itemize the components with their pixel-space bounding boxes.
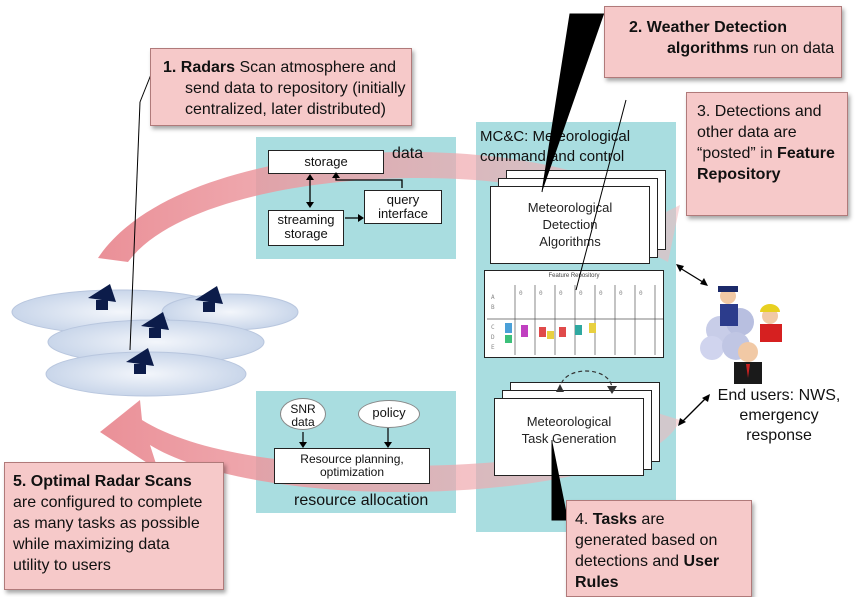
svg-text:D: D [491, 334, 495, 341]
emergency-responder-icon [760, 304, 782, 342]
data-panel-title: data [392, 145, 424, 162]
svg-text:0: 0 [539, 290, 543, 297]
svg-text:0: 0 [639, 290, 643, 297]
radar-dish-icon [88, 284, 223, 374]
news-anchor-icon [734, 342, 762, 384]
detection-algorithms-card: Meteorological Detection Algorithms [490, 186, 650, 264]
callout4-line1: are [636, 511, 665, 528]
callout4-line3: detections and [575, 553, 684, 570]
svg-text:0: 0 [559, 290, 563, 297]
storage-box: storage [268, 150, 384, 174]
task-label: Meteorological Task Generation [521, 414, 617, 446]
callout3-line2: other data are [697, 124, 797, 141]
end-users-line1: End users: NWS, [717, 387, 841, 404]
detection-label: Meteorological Detection Algorithms [527, 200, 613, 249]
callout1-bold: 1. Radars [163, 59, 236, 76]
callout1-line3: centralized, later distributed) [185, 101, 386, 118]
callout2-bold: algorithms [667, 40, 749, 57]
callout4-bold3: Rules [575, 574, 619, 591]
callout4-line2: generated based on [575, 532, 718, 549]
callout3-line3: “posted” in [697, 145, 778, 162]
resource-allocation-label: resource allocation [294, 492, 429, 509]
callout5-line1: 5. Optimal Radar Scans [13, 473, 192, 490]
streaming-storage-box: streaming storage [268, 210, 344, 246]
callout3-bold1: Feature [777, 145, 835, 162]
end-users-line3: response [746, 427, 812, 444]
query-interface-box: query interface [364, 190, 442, 224]
callout3-bold2: Repository [697, 166, 781, 183]
end-users-label: End users: NWS, emergency response [704, 386, 854, 446]
callout5-line3: as many tasks as possible [13, 515, 200, 532]
callout-tasks: 4. Tasks are generated based on detectio… [566, 500, 752, 597]
policy-bubble: policy [358, 400, 420, 428]
callout4-bold1: Tasks [592, 511, 637, 528]
callout-feature-repository: 3. Detections and other data are “posted… [686, 92, 848, 216]
svg-text:C: C [491, 324, 495, 331]
resource-planning-box: Resource planning, optimization [274, 448, 430, 484]
feature-repository-caption: Feature Repository [548, 273, 600, 279]
snr-data-bubble: SNR data [280, 398, 326, 430]
svg-text:0: 0 [519, 290, 523, 297]
callout4-bold2: User [683, 553, 720, 570]
callout-weather-detection: 2. Weather Detection algorithms run on d… [604, 6, 842, 78]
callout-radars: 1. Radars Scan atmosphere and send data … [150, 48, 412, 126]
svg-text:B: B [491, 304, 495, 311]
svg-text:0: 0 [599, 290, 603, 297]
callout1-line1: Scan atmosphere and [235, 59, 397, 76]
svg-text:A: A [491, 294, 495, 301]
callout5-line2: are configured to complete [13, 494, 203, 511]
svg-text:E: E [491, 344, 495, 351]
callout5-line4: while maximizing data [13, 536, 170, 553]
callout3-line1: 3. Detections and [697, 103, 822, 120]
repository-table-graphic: AB CDE 0 0 0 0 0 0 0 [487, 285, 663, 355]
callout2-line1: 2. Weather Detection [629, 19, 787, 36]
callout1-line2: send data to repository (initially [185, 80, 406, 97]
forecaster-icon [718, 286, 738, 326]
callout-optimal-scans: 5. Optimal Radar Scans are configured to… [4, 462, 224, 590]
callout5-line5: utility to users [13, 557, 111, 574]
task-generation-card: Meteorological Task Generation [494, 398, 644, 476]
callout4-prefix: 4. [575, 511, 593, 528]
callout2-line2: run on data [748, 40, 835, 57]
svg-text:0: 0 [619, 290, 623, 297]
svg-text:0: 0 [579, 290, 583, 297]
end-users-line2: emergency [739, 407, 819, 424]
